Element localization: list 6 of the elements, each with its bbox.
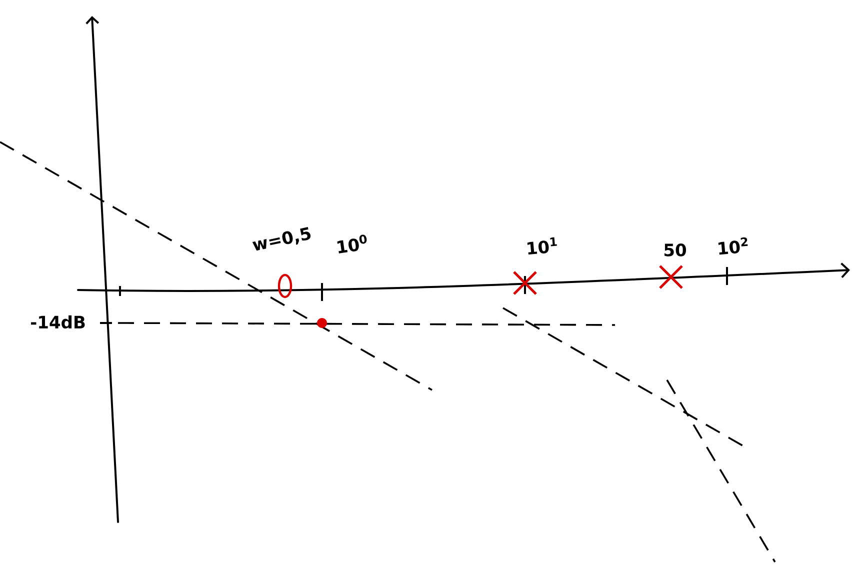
- axis-label: 10$^{2}$: [715, 236, 751, 256]
- axis-label: 10$^{0}$: [334, 233, 370, 255]
- axis-label: 10$^{1}$: [524, 236, 560, 256]
- axis-label: -14dB: [29, 314, 87, 330]
- axis-label: 50: [662, 242, 688, 258]
- axis-label: w=0,5: [250, 225, 314, 255]
